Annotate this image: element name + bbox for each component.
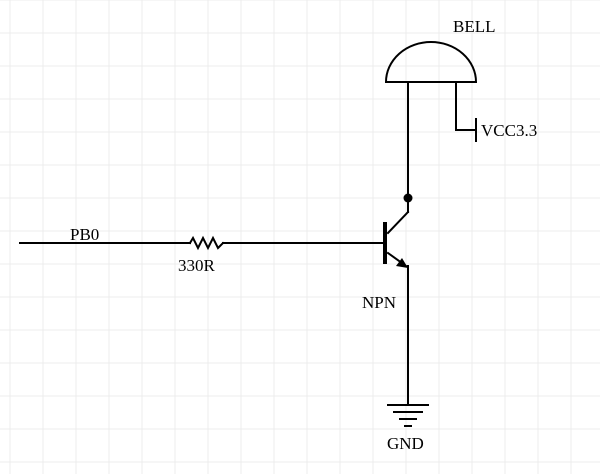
resistor-symbol	[188, 235, 225, 251]
gnd-label: GND	[387, 434, 424, 453]
bell-vcc-wire	[455, 83, 475, 131]
ground-symbol	[387, 404, 429, 427]
pb0-label: PB0	[70, 225, 99, 244]
npn-transistor-symbol	[383, 197, 410, 268]
resistor-label: 330R	[178, 256, 216, 275]
npn-label: NPN	[362, 293, 396, 312]
bell-label: BELL	[453, 17, 496, 36]
bell-symbol	[384, 41, 478, 199]
vcc-label: VCC3.3	[481, 121, 537, 140]
